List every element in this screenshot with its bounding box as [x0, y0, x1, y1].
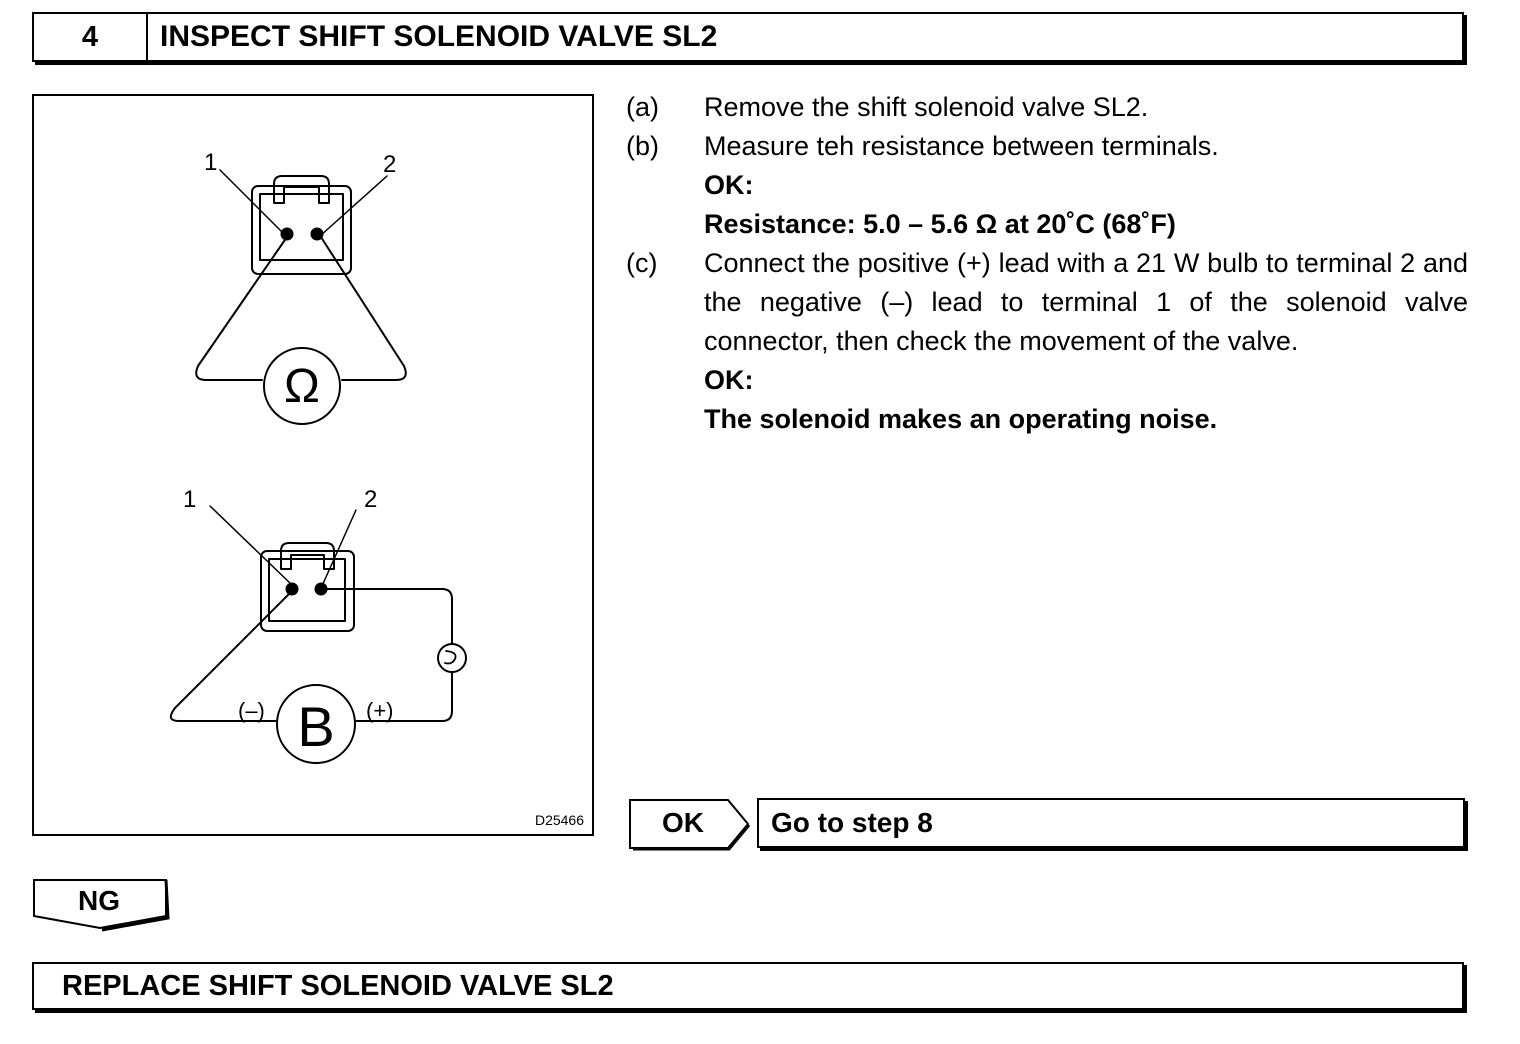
bulb-icon	[437, 643, 467, 673]
instruction-text: Measure teh resistance between terminals…	[704, 131, 1219, 161]
step-number: 4	[34, 14, 148, 60]
step-header: 4 INSPECT SHIFT SOLENOID VALVE SL2	[32, 12, 1464, 62]
instruction-a: (a) Remove the shift solenoid valve SL2.	[626, 88, 1476, 127]
terminal-2-label: 2	[383, 151, 396, 178]
figure-panel: 1 2 Ω 1 2 B (–) (+) D25466	[32, 94, 594, 836]
instruction-c: (c) Connect the positive (+) lead with a…	[626, 244, 1476, 439]
negative-lead-label: (–)	[238, 698, 265, 723]
ng-arrow-icon	[33, 879, 170, 932]
instruction-text: Remove the shift solenoid valve SL2.	[704, 92, 1149, 122]
instruction-text: Connect the positive (+) lead with a 21 …	[704, 248, 1468, 356]
instruction-label: (c)	[626, 248, 658, 278]
connector-icon	[251, 175, 352, 275]
ng-result-box: REPLACE SHIFT SOLENOID VALVE SL2	[32, 962, 1464, 1010]
instructions: (a) Remove the shift solenoid valve SL2.…	[626, 88, 1476, 439]
figure-code: D25466	[534, 812, 584, 828]
operation-spec: The solenoid makes an operating noise.	[704, 404, 1218, 434]
resistance-spec: Resistance: 5.0 – 5.6 Ω at 20˚C (68˚F)	[704, 209, 1176, 239]
battery-symbol: B	[297, 695, 334, 758]
ok-arrow-icon	[629, 799, 751, 851]
ok-result-box: Go to step 8	[757, 798, 1465, 848]
ng-flag: NG	[32, 878, 170, 937]
ok-flag-label: OK	[662, 807, 704, 838]
ok-flag: OK	[628, 798, 752, 857]
ok-label: OK:	[704, 170, 754, 200]
ohmmeter-symbol: Ω	[284, 360, 320, 413]
connector-icon	[260, 542, 355, 632]
instruction-label: (b)	[626, 131, 659, 161]
instruction-b: (b) Measure teh resistance between termi…	[626, 127, 1476, 244]
step-title: INSPECT SHIFT SOLENOID VALVE SL2	[160, 20, 718, 53]
ng-flag-label: NG	[78, 885, 120, 916]
terminal-1-label: 1	[204, 149, 217, 176]
terminal-1-label: 1	[183, 486, 196, 513]
terminal-2-label: 2	[364, 486, 377, 513]
positive-lead-label: (+)	[366, 698, 394, 723]
ok-label: OK:	[704, 365, 754, 395]
solenoid-diagram: 1 2 Ω 1 2 B (–) (+)	[169, 149, 467, 764]
instruction-label: (a)	[626, 92, 659, 122]
